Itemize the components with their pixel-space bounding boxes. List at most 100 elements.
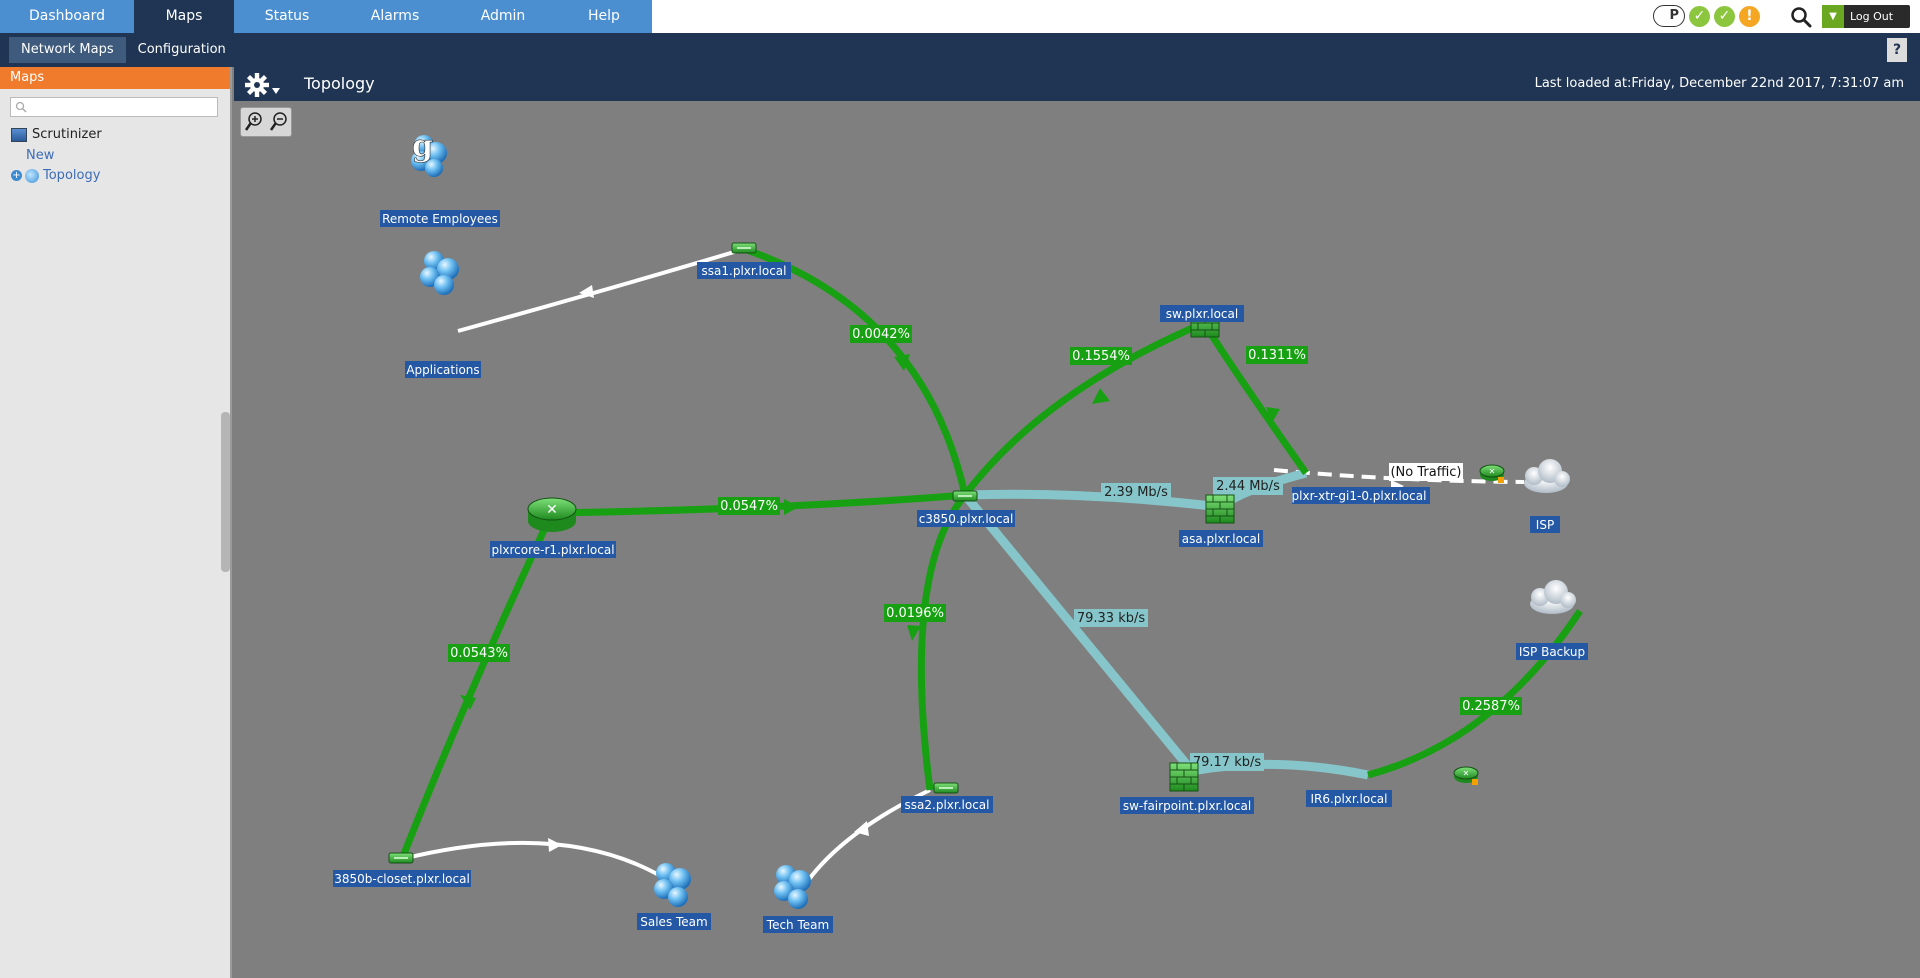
svg-text:plxr-xtr-gi1-0.plxr.local: plxr-xtr-gi1-0.plxr.local	[1292, 489, 1427, 503]
link-sw-xtr[interactable]	[1201, 321, 1309, 476]
logout-label: Log Out	[1850, 10, 1894, 23]
tab-status[interactable]: Status	[264, 8, 310, 24]
zoom-in-icon[interactable]	[244, 111, 264, 133]
link-arrow	[548, 838, 562, 852]
svg-text:0.2587%: 0.2587%	[1462, 699, 1520, 714]
zoom-controls	[240, 107, 292, 137]
switch-icon[interactable]	[952, 490, 978, 502]
map-header: Topology Last loaded at:Friday, December…	[234, 67, 1920, 101]
search-icon[interactable]	[1790, 6, 1812, 28]
svg-text:sw.plxr.local: sw.plxr.local	[1166, 307, 1238, 321]
map-search-input[interactable]	[11, 100, 217, 119]
link-ir6-ispb[interactable]	[1367, 609, 1583, 779]
router-icon[interactable]: ✕	[1453, 766, 1479, 785]
node-label-ssa1[interactable]: ssa1.plxr.local	[697, 262, 791, 279]
tab-alarms[interactable]: Alarms	[370, 8, 420, 24]
tree-item-topology[interactable]: + Topology	[11, 168, 230, 183]
search-icon	[15, 101, 27, 113]
sidebar-scrollbar[interactable]	[221, 412, 230, 572]
cloud-icon[interactable]	[1530, 580, 1576, 614]
warning-icon[interactable]: !	[1739, 5, 1760, 27]
logout-button[interactable]: ▼ Log Out	[1822, 5, 1910, 28]
link-ssa1-c3850[interactable]	[742, 245, 969, 496]
link-arrow	[460, 695, 476, 710]
cloud-icon[interactable]	[1524, 459, 1570, 493]
router-icon[interactable]: ✕	[1479, 464, 1505, 483]
group-icon[interactable]	[420, 251, 459, 295]
firewall-icon[interactable]	[1169, 762, 1199, 792]
tab-admin[interactable]: Admin	[480, 8, 526, 24]
tree-root-scrutinizer[interactable]: Scrutinizer	[11, 127, 230, 142]
svg-text:g: g	[412, 129, 433, 164]
svg-text:0.1311%: 0.1311%	[1248, 348, 1306, 363]
zoom-out-icon[interactable]	[269, 111, 289, 133]
svg-text:2.44 Mb/s: 2.44 Mb/s	[1216, 479, 1280, 494]
node-label-xtr[interactable]: plxr-xtr-gi1-0.plxr.local	[1292, 487, 1430, 504]
link-c3850-sw[interactable]	[962, 319, 1206, 498]
link-label-c3850-ssa2: 0.0196%	[884, 604, 946, 622]
node-label-ir6[interactable]: IR6.plxr.local	[1306, 790, 1392, 807]
node-label-c3850[interactable]: c3850.plxr.local	[917, 510, 1015, 527]
node-label-sales-team[interactable]: Sales Team	[637, 913, 711, 930]
svg-text:IR6.plxr.local: IR6.plxr.local	[1311, 792, 1388, 806]
topology-graph[interactable]: 0.0042% 0.1554% 0.1311% (No Traffic) 0.0…	[234, 101, 1920, 978]
svg-text:(No Traffic): (No Traffic)	[1390, 465, 1461, 480]
tab-maps[interactable]: Maps	[134, 0, 234, 33]
google-group-icon[interactable]: g	[411, 129, 447, 177]
poller-status-icon[interactable]: P	[1653, 5, 1685, 27]
link-arrow	[894, 354, 910, 371]
nodes: g ✕	[388, 129, 1576, 909]
svg-text:✕: ✕	[546, 502, 558, 518]
svg-text:0.1554%: 0.1554%	[1072, 349, 1130, 364]
map-canvas[interactable]: 0.0042% 0.1554% 0.1311% (No Traffic) 0.0…	[234, 101, 1920, 978]
group-icon[interactable]	[774, 865, 811, 909]
link-label-c3850-fair: 79.33 kb/s	[1074, 609, 1148, 627]
switch-icon[interactable]	[731, 242, 757, 254]
link-label-asa-xtr: 2.44 Mb/s	[1213, 477, 1283, 495]
switch-icon[interactable]	[388, 852, 414, 864]
group-icon[interactable]	[654, 863, 691, 907]
svg-text:Sales Team: Sales Team	[640, 915, 707, 929]
node-label-closet[interactable]: 3850b-closet.plxr.local	[333, 870, 471, 887]
link-c3850-asa[interactable]	[964, 489, 1221, 512]
subtab-network-maps[interactable]: Network Maps	[9, 37, 126, 63]
node-label-remote-employees[interactable]: Remote Employees	[380, 210, 500, 227]
link-core-closet[interactable]	[398, 511, 556, 861]
link-label-c3850-sw: 0.1554%	[1070, 347, 1132, 365]
subtab-configuration[interactable]: Configuration	[137, 42, 226, 57]
node-label-ssa2[interactable]: ssa2.plxr.local	[901, 796, 993, 813]
node-label-applications[interactable]: Applications	[405, 361, 481, 378]
firewall-icon[interactable]	[1205, 494, 1235, 524]
tab-dashboard[interactable]: Dashboard	[29, 8, 105, 24]
node-label-core[interactable]: plxrcore-r1.plxr.local	[490, 541, 616, 558]
map-group-icon	[25, 168, 39, 183]
help-button[interactable]: ?	[1887, 38, 1907, 62]
tree-item-new[interactable]: New	[26, 148, 55, 163]
check-ok-icon[interactable]: ✓	[1714, 5, 1735, 27]
link-c3850-fair[interactable]	[961, 492, 1196, 774]
node-label-asa[interactable]: asa.plxr.local	[1179, 530, 1263, 547]
svg-text:Tech Team: Tech Team	[766, 918, 829, 932]
link-arrow	[907, 625, 921, 641]
gear-icon[interactable]	[242, 71, 282, 99]
svg-text:ISP Backup: ISP Backup	[1519, 645, 1585, 659]
expand-icon[interactable]: +	[11, 170, 22, 181]
node-label-isp-backup[interactable]: ISP Backup	[1516, 643, 1588, 660]
link-ssa1-apps[interactable]	[457, 247, 745, 333]
node-label-isp[interactable]: ISP	[1530, 516, 1560, 533]
tab-help[interactable]: Help	[588, 8, 620, 24]
node-label-sw[interactable]: sw.plxr.local	[1160, 305, 1244, 322]
svg-text:2.39 Mb/s: 2.39 Mb/s	[1104, 485, 1168, 500]
link-c3850-ssa2[interactable]	[917, 492, 968, 791]
node-labels: Remote Employees Applications ssa1.plxr.…	[333, 210, 1588, 933]
router-large-icon[interactable]: ✕	[527, 497, 577, 532]
svg-text:3850b-closet.plxr.local: 3850b-closet.plxr.local	[334, 872, 470, 886]
switch-icon[interactable]	[933, 782, 959, 794]
svg-text:✕: ✕	[1463, 769, 1470, 778]
chevron-down-icon	[272, 88, 280, 94]
node-label-fairpoint[interactable]: sw-fairpoint.plxr.local	[1120, 797, 1254, 814]
chevron-down-icon: ▼	[1822, 5, 1844, 28]
svg-text:ssa2.plxr.local: ssa2.plxr.local	[905, 798, 990, 812]
node-label-tech-team[interactable]: Tech Team	[763, 916, 833, 933]
check-ok-icon[interactable]: ✓	[1689, 5, 1710, 27]
